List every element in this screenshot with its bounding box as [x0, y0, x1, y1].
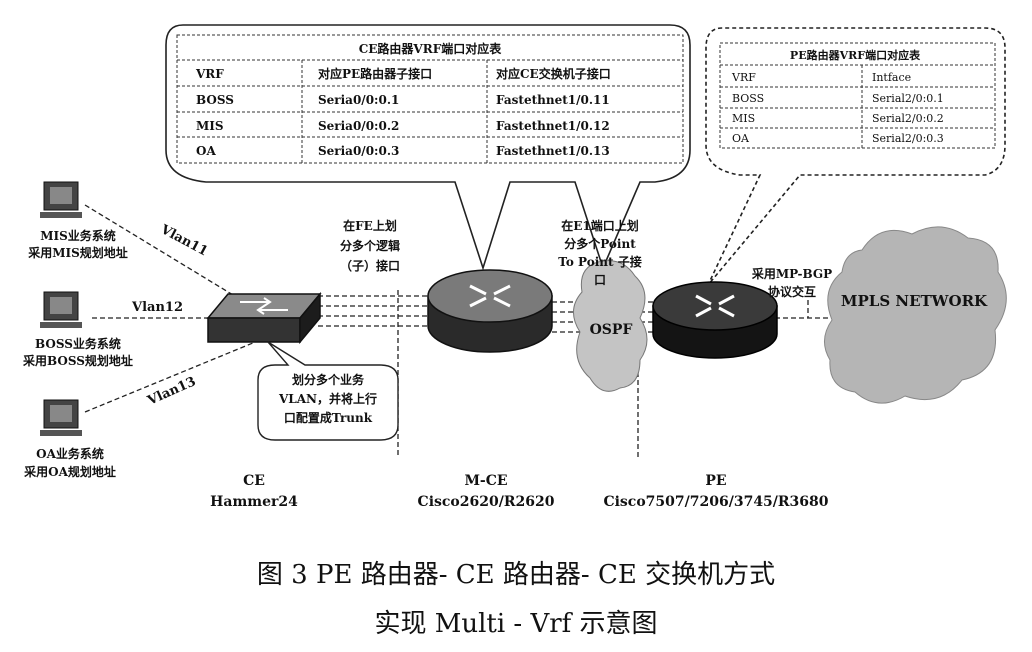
mpls-label: MPLS NETWORK	[841, 292, 988, 310]
pe-table-cell: Serial2/0:0.3	[872, 132, 944, 145]
switch-note: VLAN，并将上行	[278, 391, 377, 406]
e1-note: To Point 子接	[558, 254, 641, 269]
ce-table-cell: MIS	[196, 119, 224, 133]
pe-table-header: VRF	[731, 71, 756, 84]
bgp-note: 采用MP-BGP	[751, 266, 832, 281]
ce-table-cell: Fastethnet1/0.13	[496, 144, 610, 158]
pe-table-cell: BOSS	[732, 92, 764, 105]
pe-table-cell: Serial2/0:0.1	[872, 92, 944, 105]
pe-table-cell: OA	[732, 132, 750, 145]
vlan-label: Vlan13	[145, 374, 199, 409]
boss-host-label: 采用BOSS规划地址	[22, 353, 133, 368]
switch-icon	[206, 291, 322, 345]
router-icon	[427, 269, 553, 353]
ce-table-cell: Seria0/0:0.3	[318, 144, 399, 158]
ce-table-cell: OA	[196, 144, 216, 158]
pe-vrf-table: PE路由器VRF端口对应表 VRF Intface BOSS Serial2/0…	[705, 27, 1006, 286]
switch-note-bubble: 划分多个业务 VLAN，并将上行 口配置成Trunk	[257, 341, 399, 441]
device-model-ce: Hammer24	[210, 494, 298, 510]
boss-host-label: BOSS业务系统	[35, 336, 121, 351]
ce-table-header: 对应CE交换机子接口	[496, 66, 611, 81]
pe-table-title: PE路由器VRF端口对应表	[790, 48, 921, 62]
fe-note: 分多个逻辑	[340, 238, 400, 253]
e1-note: 在E1端口上划	[561, 218, 639, 233]
fe-note: 在FE上划	[343, 218, 397, 233]
switch-note: 划分多个业务	[292, 372, 365, 387]
router-icon	[652, 281, 778, 359]
fe-note: （子）接口	[340, 258, 400, 273]
pe-table-header: Intface	[872, 71, 911, 84]
ce-table-cell: Fastethnet1/0.11	[496, 93, 610, 107]
switch-note: 口配置成Trunk	[284, 410, 373, 425]
ce-table-cell: Seria0/0:0.2	[318, 119, 399, 133]
pe-table-cell: Serial2/0:0.2	[872, 112, 944, 125]
pc-icon	[40, 291, 82, 328]
ce-table-header: VRF	[195, 67, 224, 81]
oa-host-label: OA业务系统	[36, 446, 104, 461]
device-model-pe: Cisco7507/7206/3745/R3680	[603, 494, 828, 510]
vlan-label: Vlan12	[131, 300, 183, 315]
oa-host-label: 采用OA规划地址	[23, 464, 116, 479]
pe-table-cell: MIS	[732, 112, 755, 125]
figure-caption: 实现 Multi - Vrf 示意图	[374, 609, 657, 639]
pc-icon	[40, 181, 82, 218]
e1-note: 分多个Point	[564, 236, 636, 251]
ospf-cloud: OSPF	[573, 260, 648, 392]
figure-caption: 图 3 PE 路由器- CE 路由器- CE 交换机方式	[257, 560, 775, 590]
ce-table-cell: BOSS	[196, 93, 234, 107]
ospf-label: OSPF	[590, 322, 633, 338]
vlan-label: Vlan11	[157, 222, 210, 260]
e1-note: 口	[594, 273, 606, 287]
ce-table-cell: Seria0/0:0.1	[318, 93, 399, 107]
mis-host-label: 采用MIS规划地址	[27, 245, 128, 260]
ce-table-cell: Fastethnet1/0.12	[496, 119, 610, 133]
device-label-mce: M-CE	[464, 473, 507, 489]
ce-vrf-table: CE路由器VRF端口对应表 VRF 对应PE路由器子接口 对应CE交换机子接口 …	[165, 24, 691, 271]
ce-table-header: 对应PE路由器子接口	[318, 66, 432, 81]
mpls-cloud: MPLS NETWORK	[824, 226, 1007, 404]
device-label-ce: CE	[243, 473, 265, 489]
bgp-note: 协议交互	[768, 284, 816, 299]
device-label-pe: PE	[705, 473, 726, 489]
device-model-mce: Cisco2620/R2620	[418, 494, 555, 510]
ce-table-title: CE路由器VRF端口对应表	[359, 41, 503, 56]
mis-host-label: MIS业务系统	[40, 228, 116, 243]
pc-icon	[40, 399, 82, 436]
